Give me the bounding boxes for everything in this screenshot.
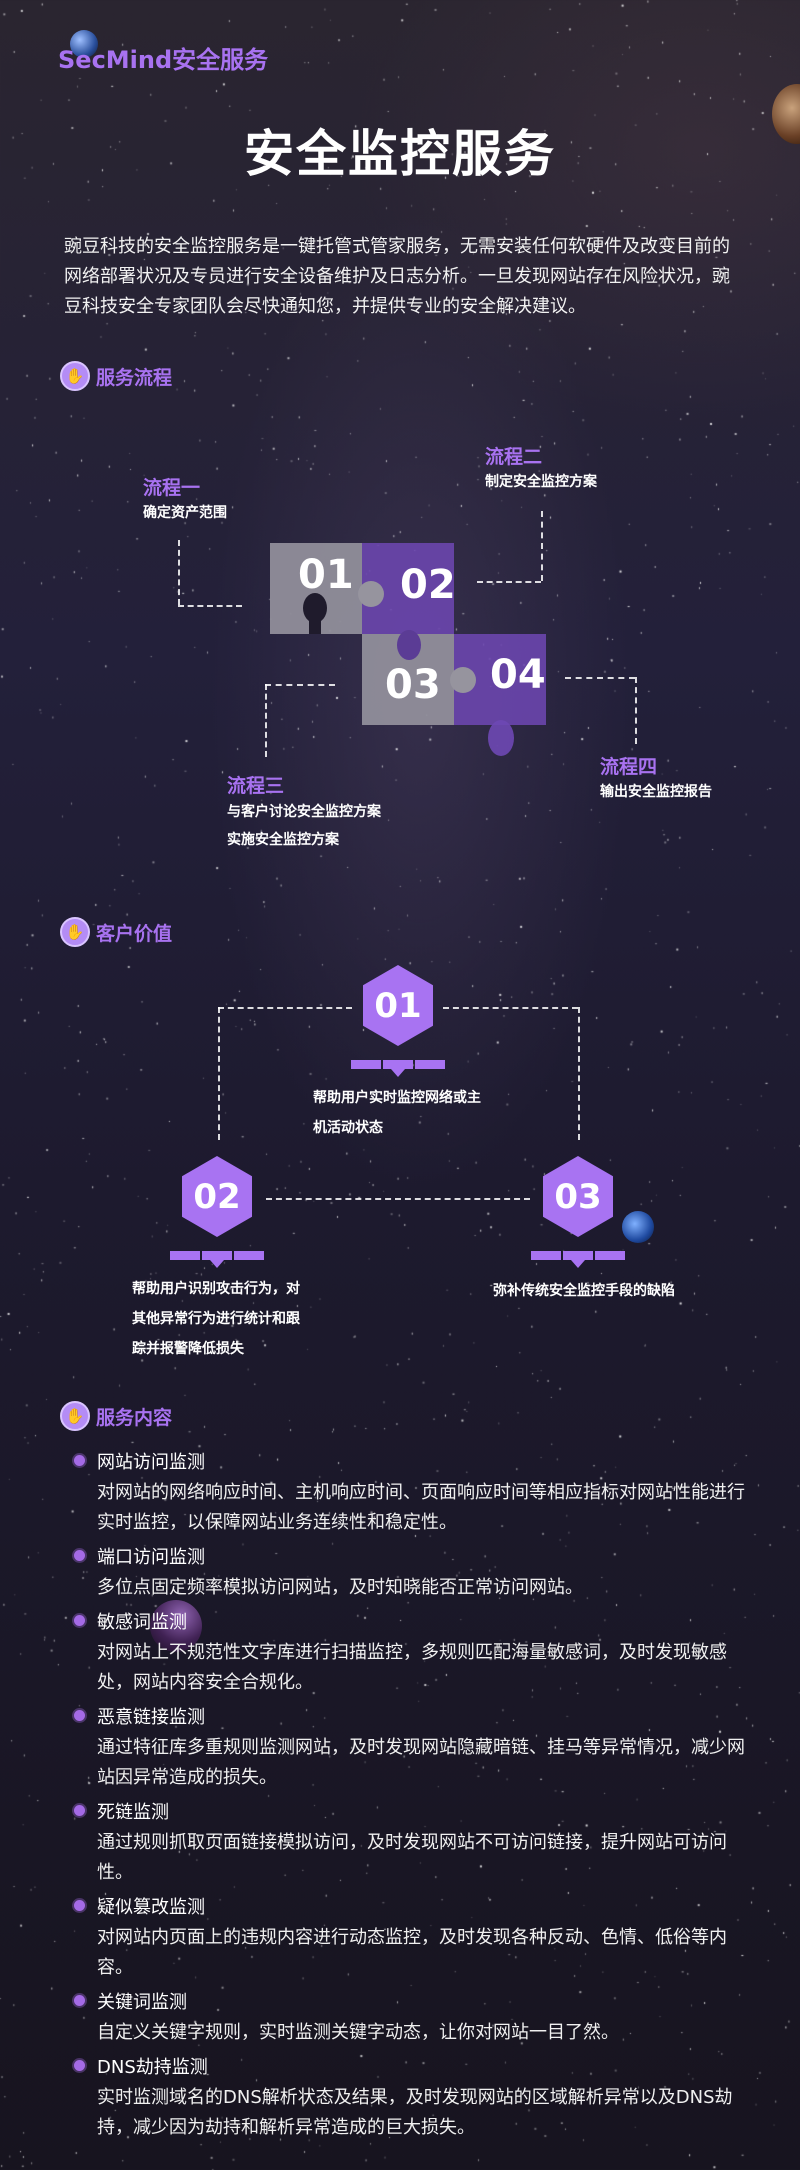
section-header-content: ✋ 服务内容: [60, 1401, 172, 1431]
connector-line: [635, 677, 637, 744]
section-title: 客户价值: [96, 922, 173, 945]
step-label: 流程一: [143, 477, 201, 499]
value-item-3: 03 弥补传统安全监控手段的缺陷: [493, 1156, 713, 1306]
bullet-icon: [74, 1995, 85, 2006]
logo: SecMind安全服务: [58, 46, 269, 74]
service-description: 对网站上不规范性文字库进行扫描监控，多规则匹配海量敏感词，及时发现敏感处，网站内…: [97, 1642, 727, 1693]
puzzle-number: 02: [400, 562, 456, 608]
service-description: 对网站的网络响应时间、主机响应时间、页面响应时间等相应指标对网站性能进行实时监控…: [97, 1482, 745, 1533]
service-item: 关键词监测自定义关键字规则，实时监测关键字动态，让你对网站一目了然。: [70, 1988, 760, 2048]
connector-line: [178, 540, 180, 605]
bullet-icon: [74, 1455, 85, 1466]
value-line: 其他异常行为进行统计和跟: [132, 1311, 300, 1327]
connector-line: [265, 684, 267, 757]
bar-decoration: [351, 1060, 445, 1069]
service-item: 死链监测通过规则抓取页面链接模拟访问，及时发现网站不可访问链接，提升网站可访问性…: [70, 1798, 760, 1888]
puzzle-number: 01: [298, 552, 354, 598]
value-line: 机活动状态: [313, 1120, 383, 1136]
step-label: 流程四: [600, 756, 658, 778]
connector-line: [265, 684, 335, 686]
value-line: 弥补传统安全监控手段的缺陷: [493, 1283, 675, 1299]
handshake-icon: ✋: [60, 917, 90, 947]
value-line: 踪并报警降低损失: [132, 1341, 244, 1357]
puzzle-number: 03: [385, 662, 441, 708]
service-item: 端口访问监测多位点固定频率模拟访问网站，及时知晓能否正常访问网站。: [70, 1543, 760, 1603]
puzzle-knob: [358, 581, 384, 607]
connector-line: [565, 677, 635, 679]
section-title: 服务内容: [96, 1406, 173, 1429]
step-text: 与客户讨论安全监控方案: [227, 804, 381, 820]
step-text: 制定安全监控方案: [485, 474, 597, 490]
service-title: DNS劫持监测: [97, 2057, 208, 2078]
step-text: 实施安全监控方案: [227, 832, 339, 848]
connector-line: [477, 581, 541, 583]
service-description: 通过规则抓取页面链接模拟访问，及时发现网站不可访问链接，提升网站可访问性。: [97, 1832, 727, 1883]
connector-line: [178, 605, 242, 607]
value-line: 帮助用户实时监控网络或主: [313, 1090, 481, 1106]
service-description: 自定义关键字规则，实时监测关键字动态，让你对网站一目了然。: [97, 2022, 619, 2043]
service-title: 疑似篡改监测: [97, 1897, 205, 1918]
value-item-1: 01 帮助用户实时监控网络或主 机活动状态: [313, 965, 513, 1143]
hexagon-badge: 03: [543, 1156, 613, 1237]
value-text: 弥补传统安全监控手段的缺陷: [493, 1276, 713, 1306]
bullet-icon: [74, 1805, 85, 1816]
section-header-value: ✋ 客户价值: [60, 917, 172, 947]
service-title: 关键词监测: [97, 1992, 187, 2013]
value-item-2: 02 帮助用户识别攻击行为，对 其他异常行为进行统计和跟 踪并报警降低损失: [132, 1156, 332, 1364]
service-title: 恶意链接监测: [97, 1707, 205, 1728]
service-description: 通过特征库多重规则监测网站，及时发现网站隐藏暗链、挂马等异常情况，减少网站因异常…: [97, 1737, 745, 1788]
section-header-process: ✋ 服务流程: [60, 361, 172, 391]
bullet-icon: [74, 1900, 85, 1911]
value-text: 帮助用户实时监控网络或主 机活动状态: [313, 1083, 513, 1143]
connector-line: [218, 1007, 220, 1140]
service-item: 疑似篡改监测对网站内页面上的违规内容进行动态监控，及时发现各种反动、色情、低俗等…: [70, 1893, 760, 1983]
intro-paragraph: 豌豆科技的安全监控服务是一键托管式管家服务，无需安装任何软硬件及改变目前的网络部…: [64, 236, 730, 317]
service-title: 网站访问监测: [97, 1452, 205, 1473]
bullet-icon: [74, 1615, 85, 1626]
connector-line: [578, 1007, 580, 1140]
service-description: 实时监测域名的DNS解析状态及结果，及时发现网站的区域解析异常以及DNS劫持，减…: [97, 2087, 733, 2138]
bullet-icon: [74, 1550, 85, 1561]
puzzle-number: 04: [490, 652, 546, 698]
step-label: 流程三: [227, 775, 285, 797]
step-text: 输出安全监控报告: [600, 784, 712, 800]
service-list: 网站访问监测对网站的网络响应时间、主机响应时间、页面响应时间等相应指标对网站性能…: [70, 1448, 760, 2143]
bullet-icon: [74, 2060, 85, 2071]
puzzle-knob: [450, 667, 476, 693]
handshake-icon: ✋: [60, 361, 90, 391]
hexagon-badge: 02: [182, 1156, 252, 1237]
service-title: 端口访问监测: [97, 1547, 205, 1568]
service-item: 网站访问监测对网站的网络响应时间、主机响应时间、页面响应时间等相应指标对网站性能…: [70, 1448, 760, 1538]
hexagon-badge: 01: [363, 965, 433, 1046]
connector-line: [541, 511, 543, 581]
puzzle-knob: [397, 630, 421, 660]
service-title: 敏感词监测: [97, 1612, 187, 1633]
puzzle-slot: [309, 612, 321, 634]
value-text: 帮助用户识别攻击行为，对 其他异常行为进行统计和跟 踪并报警降低损失: [132, 1274, 332, 1364]
bar-decoration: [531, 1251, 625, 1260]
section-title: 服务流程: [96, 366, 173, 389]
service-item: 敏感词监测对网站上不规范性文字库进行扫描监控，多规则匹配海量敏感词，及时发现敏感…: [70, 1608, 760, 1698]
step-text: 确定资产范围: [143, 505, 227, 521]
value-line: 帮助用户识别攻击行为，对: [132, 1281, 300, 1297]
bar-decoration: [170, 1251, 264, 1260]
page-title: 安全监控服务: [244, 125, 556, 183]
arrow-decoration: [210, 1260, 224, 1268]
handshake-icon: ✋: [60, 1401, 90, 1431]
puzzle-knob: [488, 720, 514, 756]
service-description: 多位点固定频率模拟访问网站，及时知晓能否正常访问网站。: [97, 1577, 583, 1598]
arrow-decoration: [391, 1069, 405, 1077]
service-description: 对网站内页面上的违规内容进行动态监控，及时发现各种反动、色情、低俗等内容。: [97, 1927, 727, 1978]
step-label: 流程二: [485, 446, 543, 468]
bullet-icon: [74, 1710, 85, 1721]
service-item: DNS劫持监测实时监测域名的DNS解析状态及结果，及时发现网站的区域解析异常以及…: [70, 2053, 760, 2143]
service-item: 恶意链接监测通过特征库多重规则监测网站，及时发现网站隐藏暗链、挂马等异常情况，减…: [70, 1703, 760, 1793]
arrow-decoration: [571, 1260, 585, 1268]
service-title: 死链监测: [97, 1802, 169, 1823]
connector-line: [218, 1007, 352, 1009]
